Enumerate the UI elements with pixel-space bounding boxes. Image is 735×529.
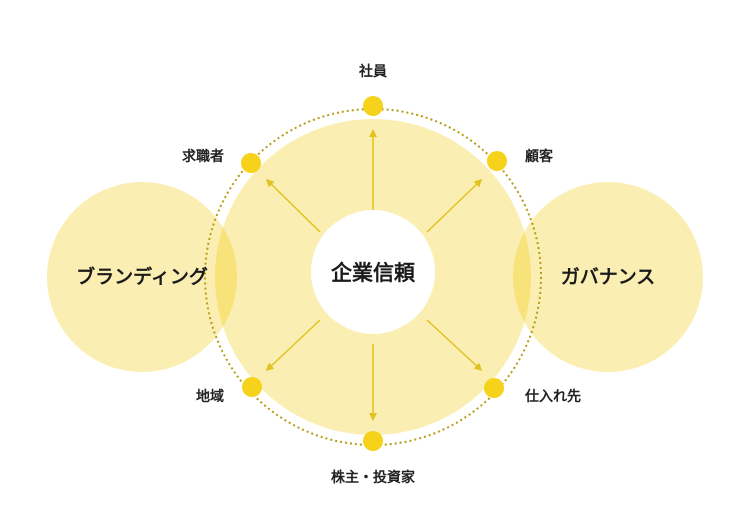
arrow-customers [426,178,483,233]
center-label: 企業信頼 [330,261,416,285]
label-job-seekers: 求職者 [182,148,224,165]
node-suppliers [484,378,504,398]
node-community [242,377,262,397]
right-circle-label: ガバナンス [561,266,656,288]
label-community: 地域 [196,388,224,405]
node-shareholders [363,431,383,451]
arrows [265,129,483,421]
label-customers: 顧客 [525,148,554,165]
arrow-job-seekers [265,178,321,233]
arrow-suppliers [426,319,483,372]
node-customers [487,151,507,171]
label-employees: 社員 [358,63,387,80]
left-circle [47,182,237,372]
node-job-seekers [241,153,261,173]
node-employees [363,96,383,116]
left-circle-label: ブランディング [76,265,208,288]
center-circle [311,210,435,334]
arrow-community [265,319,321,372]
right-circle [513,182,703,372]
label-suppliers: 仕入れ先 [524,388,581,405]
label-shareholders: 株主・投資家 [331,469,416,486]
